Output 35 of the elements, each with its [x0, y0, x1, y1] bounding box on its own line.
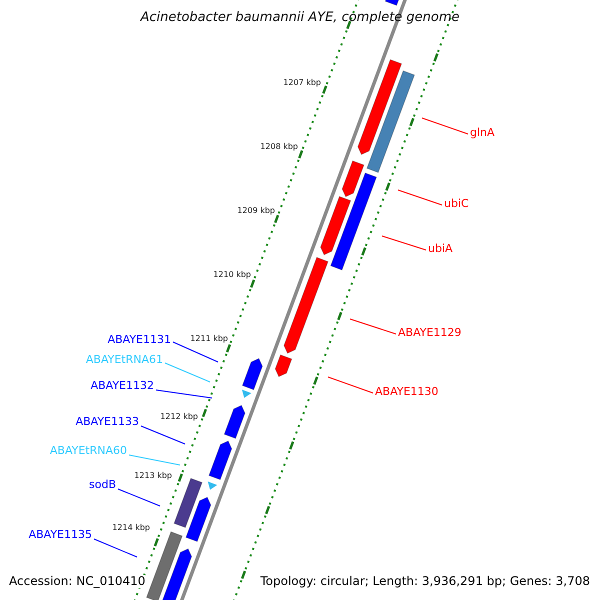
gene-label: ABAYE1135	[28, 529, 92, 542]
scale-label: 1207 kbp	[283, 79, 321, 88]
leader-line	[94, 538, 138, 558]
accession-text: Accession: NC_010410	[9, 575, 146, 588]
leader-line	[382, 236, 426, 250]
gene-label: ABAYE1131	[108, 334, 171, 346]
scale-label: 1214 kbp	[112, 524, 150, 533]
gene-label: ABAYE1132	[90, 380, 154, 392]
leader-line	[140, 426, 186, 444]
leader-line	[398, 190, 442, 206]
scale-label: 1208 kbp	[260, 143, 298, 152]
scale-label: 1213 kbp	[134, 472, 172, 481]
genome-info-text: Topology: circular; Length: 3,936,291 bp; Genes: 3,708	[260, 575, 590, 588]
gene-label: ubiC	[444, 198, 469, 210]
title: Acinetobacter baumannii AYE, complete genome	[139, 11, 461, 26]
leader-line	[156, 390, 212, 398]
leader-line	[164, 362, 210, 382]
gene-label: glnA	[470, 127, 495, 140]
gene-label: ABAYE1130	[375, 386, 438, 398]
scale-label: 1209 kbp	[237, 207, 275, 216]
leader-line	[118, 488, 160, 506]
leader-line	[172, 342, 218, 362]
leader-line	[128, 454, 180, 466]
leader-line	[350, 318, 396, 334]
scale-label: 1211 kbp	[190, 335, 228, 344]
scale-label: 1212 kbp	[160, 413, 198, 422]
scale-label: 1210 kbp	[213, 271, 251, 280]
gene-label: ABAYE1129	[398, 327, 462, 340]
leader-line	[328, 376, 374, 394]
gene-label: ABAYEtRNA60	[50, 445, 127, 458]
gene-label: ubiA	[428, 243, 453, 256]
gene-label: ABAYEtRNA61	[86, 354, 163, 366]
gene-label: ABAYE1133	[76, 416, 139, 428]
gene-label: sodB	[89, 479, 116, 492]
leader-line	[422, 118, 468, 134]
